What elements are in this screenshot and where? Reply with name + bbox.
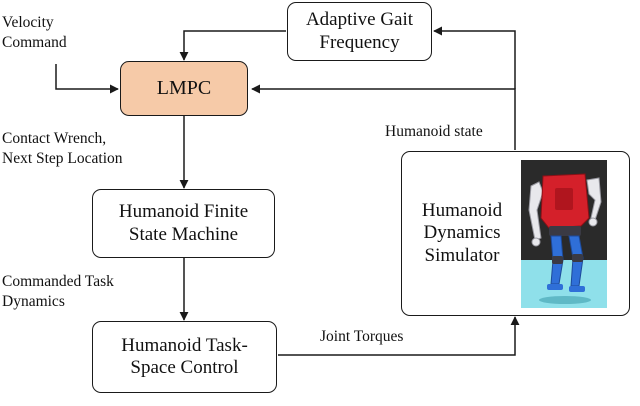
- fsm-label-line1: Humanoid Finite: [118, 201, 249, 223]
- humanoid-robot-image: [521, 160, 607, 308]
- lmpc-block: LMPC: [120, 61, 248, 116]
- simulator-label-line3: Simulator: [424, 244, 500, 266]
- commanded-task-dynamics-label: Commanded Task Dynamics: [2, 272, 114, 312]
- task-space-control-block: Humanoid Task- Space Control: [92, 321, 277, 393]
- right-knee: [572, 254, 583, 262]
- arrow-control-to-simulator: [278, 316, 520, 356]
- adaptive-gait-frequency-block: Adaptive Gait Frequency: [287, 2, 432, 61]
- left-hand: [531, 237, 541, 247]
- arrow-state-to-gait: [433, 26, 516, 89]
- hip-block: [549, 226, 581, 236]
- control-label-line2: Space Control: [130, 357, 239, 378]
- robot-shadow: [539, 296, 591, 304]
- arrow-velocity-to-lmpc: [55, 64, 119, 94]
- torso-panel: [555, 188, 573, 210]
- right-foot: [569, 286, 585, 292]
- joint-torques-text: Joint Torques: [320, 328, 404, 345]
- arrow-gait-to-lmpc: [179, 30, 286, 61]
- control-label-line1: Humanoid Task-: [121, 334, 248, 356]
- simulator-label: Humanoid Dynamics Simulator: [412, 200, 512, 267]
- velocity-command-label: Velocity Command: [2, 13, 67, 53]
- contact-wrench-label: Contact Wrench, Next Step Location: [2, 129, 123, 169]
- velocity-label-line1: Velocity: [2, 14, 54, 31]
- humanoid-state-label: Humanoid state: [385, 122, 483, 142]
- gait-label-line2: Frequency: [319, 31, 400, 53]
- contact-label-line1: Contact Wrench,: [2, 130, 107, 147]
- task-dynamics-label-line2: Dynamics: [2, 293, 65, 311]
- finite-state-machine-block: Humanoid Finite State Machine: [92, 189, 275, 258]
- task-dynamics-label-line1: Commanded Task: [2, 273, 114, 290]
- gait-label-line1: Adaptive Gait: [305, 9, 414, 31]
- contact-label-line2: Next Step Location: [2, 150, 123, 168]
- left-foot: [547, 284, 563, 290]
- humanoid-state-text: Humanoid state: [385, 123, 483, 140]
- lmpc-label: LMPC: [156, 76, 212, 99]
- fsm-label-line2: State Machine: [128, 223, 239, 245]
- simulator-label-line2: Dynamics: [423, 222, 501, 244]
- left-knee: [552, 256, 563, 264]
- simulator-label-line1: Humanoid: [421, 199, 503, 221]
- velocity-label-line2: Command: [2, 34, 67, 52]
- joint-torques-label: Joint Torques: [320, 327, 403, 347]
- right-hand: [588, 217, 598, 227]
